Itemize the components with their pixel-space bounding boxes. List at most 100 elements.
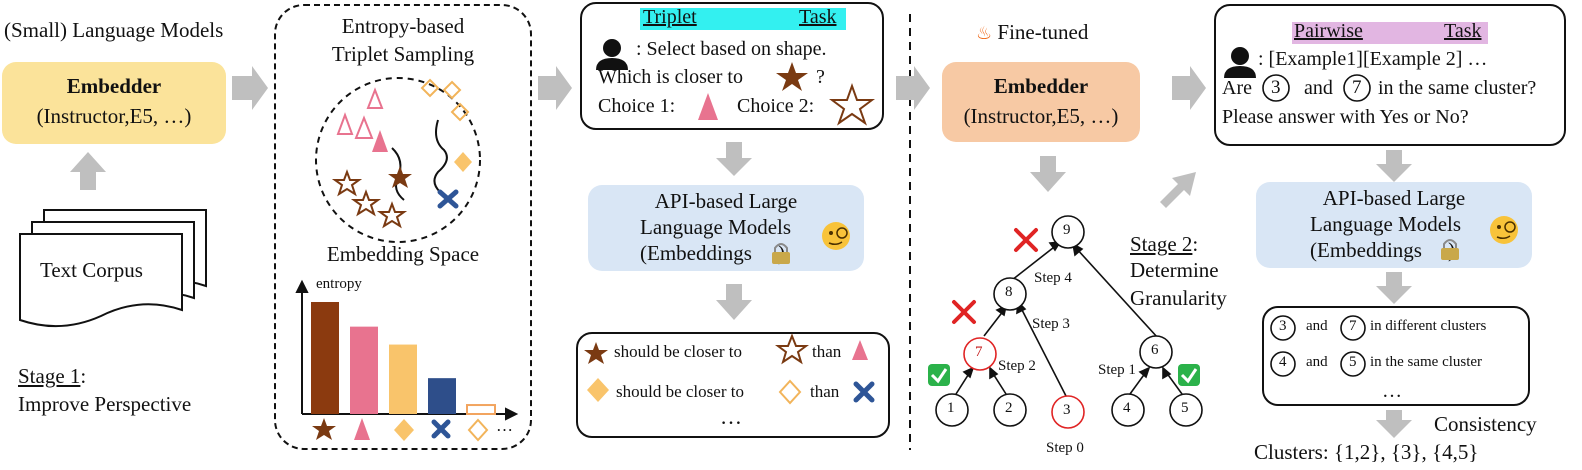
embedder-title: Embedder — [66, 74, 162, 98]
entropy-bar — [350, 326, 378, 414]
clusters-result: Clusters: {1,2}, {3}, {4,5} — [1254, 440, 1479, 464]
tree-node — [1111, 393, 1145, 427]
step-0-label: Step 0 — [1046, 440, 1084, 456]
tree-node — [963, 337, 997, 371]
reject-icon — [1014, 228, 1038, 252]
diamond-outline-icon — [420, 78, 440, 98]
diamond-outline-icon — [450, 102, 470, 122]
tree-node — [1169, 393, 1203, 427]
diamond-outline-icon — [442, 80, 462, 100]
stage2-desc1: Determine — [1130, 258, 1219, 282]
check-icon — [1178, 364, 1200, 386]
chart-ellipsis: … — [496, 416, 513, 435]
triangle-outline-icon — [354, 115, 374, 139]
tree-node — [1051, 215, 1085, 249]
tree-node — [993, 277, 1027, 311]
entropy-axis-label: entropy — [316, 276, 362, 292]
embedding-space-label: Embedding Space — [326, 242, 480, 266]
embedding-space-circle — [315, 77, 481, 243]
diamond-outline-icon — [778, 379, 802, 405]
llm-line2: Language Models — [640, 215, 792, 239]
sampling-panel — [274, 4, 532, 450]
tree-node — [1051, 395, 1085, 429]
llm-line1: API-based Large — [654, 189, 798, 213]
lock-icon — [1441, 239, 1459, 260]
user-icon — [596, 39, 628, 70]
embedder-sub: (Instructor,E5, …) — [36, 104, 192, 128]
check-icon — [928, 364, 950, 386]
pairwise-examples: : [Example1][Example 2] … — [1258, 48, 1488, 70]
step-2-label: Step 2 — [998, 358, 1036, 374]
output-line2-than: than — [810, 382, 840, 401]
tree-node — [935, 393, 969, 427]
triplet-task-banner — [640, 8, 846, 30]
finetuned-embedder-box: Embedder (Instructor,E5, …) — [942, 62, 1140, 142]
cross-icon — [437, 189, 459, 209]
entropy-bar — [311, 302, 339, 414]
star-filled-icon — [584, 342, 608, 364]
arrow-right — [896, 66, 930, 110]
pairwise-n2: 7 — [1352, 77, 1362, 98]
number-circle — [1343, 74, 1371, 102]
arrow-right — [232, 66, 268, 110]
entropy-bar — [466, 404, 496, 416]
number-circle — [1340, 315, 1366, 341]
arrow-up — [70, 152, 106, 190]
arrow-down — [1030, 156, 1066, 192]
llm-box-pairwise: API-based Large Language Models (Embeddi… — [1256, 182, 1532, 268]
llm-line3: (Embeddings) — [640, 241, 785, 265]
node-4: 4 — [1123, 400, 1131, 416]
star-outline-icon — [829, 83, 875, 126]
r1-a: 3 — [1279, 318, 1287, 334]
triangle-filled-icon — [372, 130, 388, 152]
llm-p-line1: API-based Large — [1322, 186, 1466, 210]
triangle-outline-icon — [336, 112, 354, 135]
arrow-down — [1376, 150, 1412, 182]
arrow-diagonal — [1160, 172, 1196, 208]
arrow-down — [1376, 410, 1412, 438]
diamond-filled-icon — [454, 152, 472, 172]
number-circle — [1270, 315, 1296, 341]
tree-node — [1139, 335, 1173, 369]
monocle-face-icon — [822, 222, 850, 250]
node-1: 1 — [947, 400, 955, 416]
triangle-filled-icon — [698, 93, 718, 120]
node-3: 3 — [1063, 402, 1071, 418]
triplet-output-box — [576, 332, 890, 438]
diamond-outline-icon — [467, 418, 489, 442]
diamond-filled-icon — [587, 378, 609, 402]
finetuned-embedder-title: Embedder — [993, 74, 1089, 98]
pairwise-answer-instr: Please answer with Yes or No? — [1222, 106, 1469, 128]
triangle-filled-icon — [852, 340, 868, 360]
diamond-filled-icon — [394, 419, 414, 441]
cross-icon — [431, 419, 451, 439]
pairwise-task-banner — [1292, 22, 1488, 44]
monocle-face-icon — [1490, 216, 1518, 244]
r1-text: in different clusters — [1370, 318, 1487, 334]
triplet-choice1: Choice 1: — [598, 95, 676, 117]
triplet-choice2: Choice 2: — [737, 95, 815, 117]
step-4-label: Step 4 — [1034, 270, 1072, 286]
pairwise-task-word: Task — [1444, 20, 1482, 42]
arrow-down — [1376, 272, 1412, 304]
star-outline-icon — [376, 201, 408, 229]
fire-icon: ♨ — [976, 23, 993, 43]
star-filled-icon — [312, 418, 336, 440]
embedder-box: Embedder (Instructor,E5, …) — [2, 62, 226, 144]
node-6: 6 — [1151, 342, 1159, 358]
step-1-label: Step 1 — [1098, 362, 1136, 378]
star-filled-icon — [388, 166, 412, 188]
arrow-down — [716, 142, 752, 176]
node-8: 8 — [1005, 284, 1013, 300]
r2-a: 4 — [1279, 354, 1287, 370]
star-group — [331, 166, 412, 229]
llm-p-line2: Language Models — [1310, 212, 1462, 236]
r2-text: in the same cluster — [1370, 354, 1483, 370]
consistency-label: Consistency — [1434, 412, 1537, 436]
